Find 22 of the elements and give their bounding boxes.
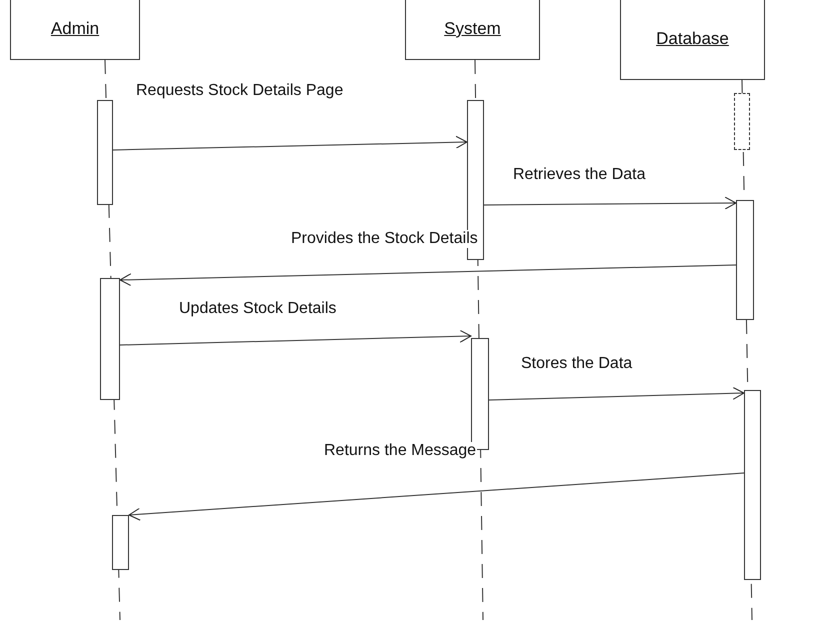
message-arrow [488, 386, 744, 400]
message-arrow [484, 196, 736, 210]
activation-bar [97, 100, 113, 205]
activation-bar [100, 278, 120, 400]
lifeline-head-box [620, 0, 765, 80]
message-arrow [120, 264, 736, 286]
activation-bar [744, 390, 761, 580]
message-arrow [112, 136, 468, 150]
participant-name: Database [656, 29, 729, 49]
message-label: Requests Stock Details Page [135, 82, 344, 100]
lifeline-head-box [10, 0, 140, 60]
message-label: Provides the Stock Details [290, 230, 479, 248]
activation-bar [734, 93, 750, 150]
message-arrow [120, 330, 472, 346]
participant-name: Admin [50, 19, 100, 39]
participant-name: System [444, 19, 501, 39]
message-arrow [128, 472, 744, 521]
message-label: Updates Stock Details [178, 300, 338, 318]
lifeline-head-box [405, 0, 540, 60]
message-label: Returns the Message [323, 442, 478, 460]
activation-bar [112, 515, 129, 570]
activation-bar [736, 200, 754, 320]
